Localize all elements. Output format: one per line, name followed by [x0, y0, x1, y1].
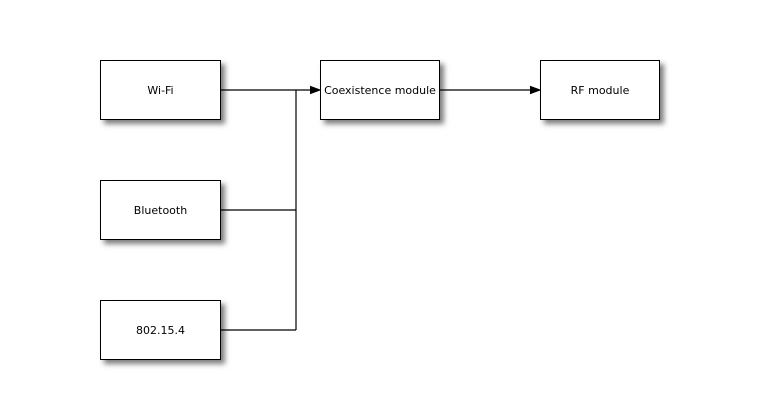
node-coexistence-module: Coexistence module	[320, 60, 440, 120]
node-coexistence-module-label: Coexistence module	[324, 83, 436, 97]
node-802-15-4-label: 802.15.4	[136, 323, 185, 337]
node-bluetooth-label: Bluetooth	[133, 203, 188, 217]
node-wifi: Wi-Fi	[100, 60, 221, 120]
arrowhead-into-coexistence	[310, 85, 322, 95]
node-rf-module-label: RF module	[570, 83, 630, 97]
node-bluetooth: Bluetooth	[100, 180, 221, 240]
arrowhead-into-rf	[530, 85, 542, 95]
node-wifi-label: Wi-Fi	[147, 83, 174, 97]
node-802-15-4: 802.15.4	[100, 300, 221, 360]
node-rf-module: RF module	[540, 60, 660, 120]
